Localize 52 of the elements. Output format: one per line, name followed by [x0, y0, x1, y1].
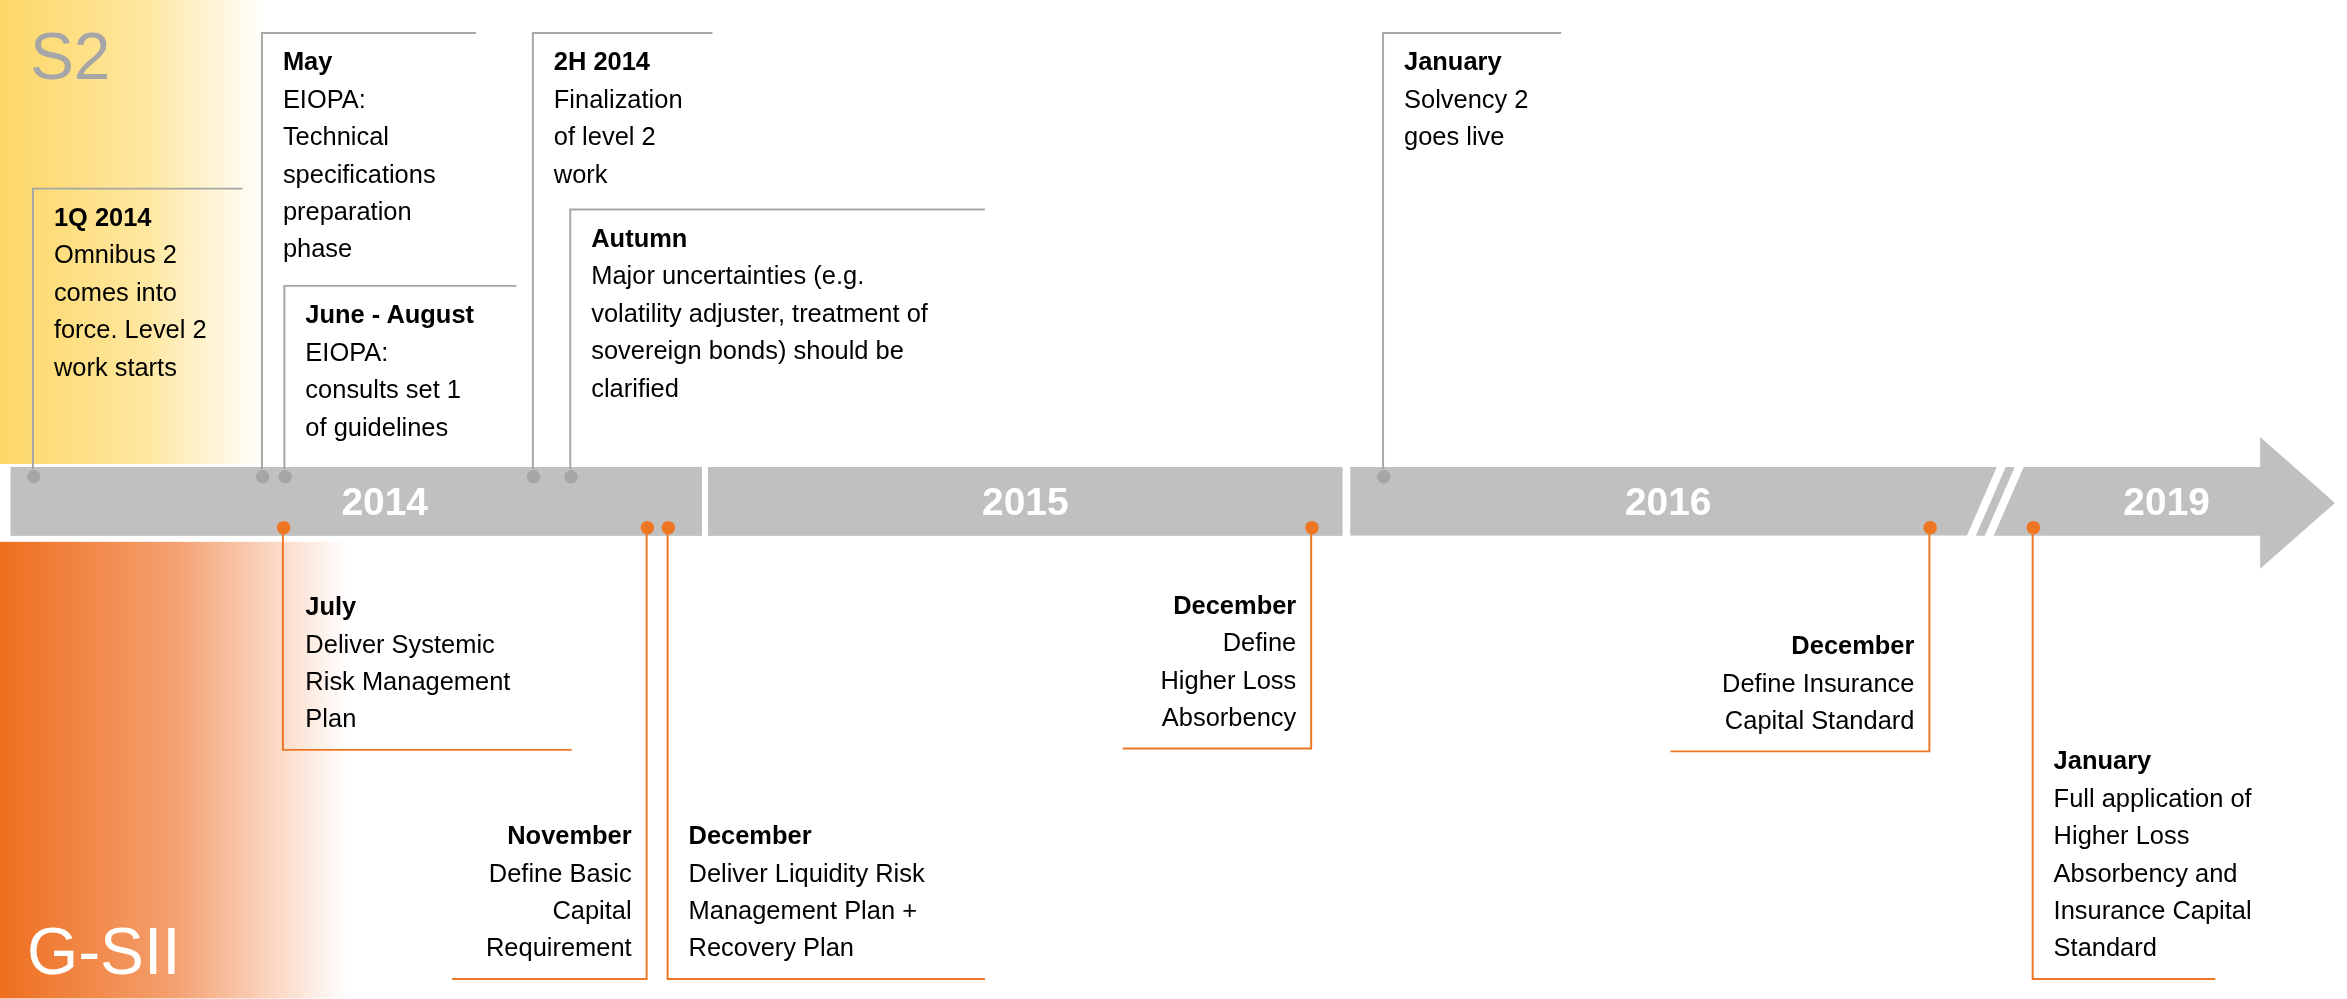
event-date: December [1172, 590, 1297, 622]
timeline-dot [277, 469, 292, 483]
event-date: 2H 2014 [553, 46, 652, 79]
timeline-bar-segment [708, 467, 1343, 536]
event-date: June - August [305, 299, 476, 332]
leader-line [531, 31, 714, 471]
section-label: G-SII [26, 916, 181, 988]
timeline-dot [26, 469, 40, 483]
event-description: EIOPA: Technical specifications preparation phase [282, 84, 437, 266]
event-date: January [2053, 745, 2153, 778]
year-label: 2014 [340, 478, 429, 526]
timeline-dot [1304, 520, 1318, 534]
event-description: Define Basic Capital Requirement [484, 858, 632, 965]
section-label: S2 [29, 20, 111, 93]
timeline-dot [639, 520, 654, 534]
year-label: 2016 [1623, 478, 1713, 526]
event-description: Define Higher Loss Absorbency [1159, 627, 1297, 734]
event-date: January [1404, 46, 1503, 79]
event-date: November [506, 820, 632, 853]
leader-line [1121, 532, 1313, 750]
leader-line [1382, 31, 1563, 471]
year-label: 2019 [2122, 478, 2211, 526]
event-description: Deliver Liquidity Risk Management Plan + Recovery Plan [688, 858, 926, 965]
event-description: Omnibus 2 comes into force. Level 2 work starts [53, 240, 208, 384]
event-date: December [1790, 630, 1915, 663]
timeline-dot [276, 520, 290, 534]
year-label: 2015 [981, 478, 1070, 526]
event-date: December [688, 820, 813, 853]
event-description: Solvency 2 goes live [1404, 84, 1530, 154]
leader-line [666, 532, 986, 980]
event-description: Major uncertainties (e.g. volatility adjuster, treatment of sovereign bonds) should be clarified [591, 260, 929, 405]
event-date: July [305, 591, 358, 624]
timeline-dot [563, 469, 577, 483]
timeline-dot [526, 469, 540, 483]
leader-line [281, 532, 573, 751]
timeline-dot [660, 520, 675, 534]
event-date: May [282, 46, 334, 79]
event-description: Full application of Higher Loss Absorbency and Insurance Capital Standard [2053, 783, 2253, 965]
timeline-bar-segment [10, 467, 702, 536]
event-description: Define Insurance Capital Standard [1721, 668, 1915, 737]
leader-line [1669, 532, 1931, 753]
timeline-dot [255, 469, 269, 483]
event-description: Finalization of level 2 work [553, 84, 684, 191]
leader-line [451, 532, 648, 980]
leader-line [31, 187, 244, 471]
event-date: Autumn [591, 223, 689, 255]
leader-line [283, 284, 518, 471]
event-date: 1Q 2014 [53, 202, 153, 234]
leader-line [569, 208, 986, 471]
event-description: EIOPA: consults set 1 of guidelines [305, 337, 462, 444]
event-description: Deliver Systemic Risk Management Plan [305, 629, 512, 736]
leader-line [260, 31, 477, 471]
